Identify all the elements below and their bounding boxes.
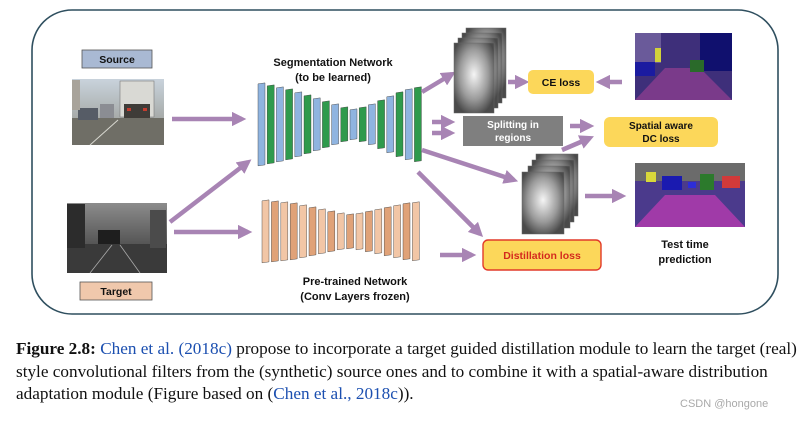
pretrained-layer <box>327 210 335 253</box>
target-label: Target <box>100 286 132 298</box>
seg-layer <box>303 94 312 155</box>
distillation-loss-label: Distillation loss <box>503 250 581 262</box>
pretrained-layer <box>280 201 288 262</box>
pretrained-layer <box>374 208 382 255</box>
splitting-label-line2: regions <box>495 133 532 144</box>
spatial-loss-line1: Spatial aware <box>629 121 693 132</box>
pretrained-layer <box>346 213 354 250</box>
source-node: Source <box>72 49 164 146</box>
pretrained-layer <box>318 208 326 255</box>
pretrained-layer <box>355 212 364 251</box>
arrows <box>168 71 627 263</box>
ce-loss-box <box>528 70 594 94</box>
caption-citation-1[interactable]: Chen et al. <box>100 339 175 358</box>
caption-text-2: )). <box>397 384 414 403</box>
arrow-seg-to-bottommaps <box>421 147 519 184</box>
splitting-box <box>463 116 563 146</box>
seg-layer <box>349 108 358 141</box>
seg-layer <box>313 97 321 152</box>
caption-citation-2[interactable]: Chen et al., 2018c <box>273 384 398 403</box>
spatial-loss-line2: DC loss <box>642 134 680 145</box>
arrow-seg-to-distill <box>416 170 484 238</box>
pretrained-network-layers <box>261 199 420 264</box>
diagram: Source Target Segmentation Networ <box>31 9 779 315</box>
caption-text-1: propose to incorporate a target guided d… <box>16 339 797 403</box>
pretrained-layer <box>299 204 307 259</box>
pretrained-layer <box>393 204 401 259</box>
caption-label: Figure 2.8: <box>16 339 96 358</box>
pretrained-network-title: Pre-trained Network <box>303 276 408 288</box>
ce-loss-label: CE loss <box>542 77 581 89</box>
seg-layer <box>276 86 284 163</box>
seg-network-subtitle: (to be learned) <box>295 72 371 84</box>
seg-layer <box>359 106 367 143</box>
seg-layer <box>386 95 394 154</box>
distillation-loss-box <box>482 239 602 271</box>
pretrained-layer <box>384 206 392 257</box>
pretrained-layer <box>365 210 373 253</box>
spatial-loss-box <box>604 117 718 147</box>
bottom-feature-maps <box>521 153 579 235</box>
splitting-label-line1: Splitting in <box>487 120 539 131</box>
pretrained-network-subtitle: (Conv Layers frozen) <box>300 291 410 303</box>
pretrained-layer <box>271 200 279 263</box>
test-prediction-image <box>635 163 745 227</box>
seg-layer <box>340 106 348 143</box>
pretrained-layer <box>261 199 270 264</box>
caption-citation-1-year[interactable]: (2018c) <box>178 339 232 358</box>
seg-layer <box>285 88 293 161</box>
seg-layer <box>294 91 302 158</box>
seg-layer <box>257 82 266 167</box>
seg-layer <box>405 88 413 161</box>
seg-layer <box>395 91 404 158</box>
top-feature-maps <box>453 27 507 114</box>
source-label: Source <box>99 54 135 66</box>
test-time-label-line1: Test time <box>661 239 708 251</box>
pretrained-layer <box>290 202 298 261</box>
seg-network-title: Segmentation Network <box>273 57 393 69</box>
source-image <box>72 79 164 146</box>
seg-layer <box>414 86 422 163</box>
arrow-bottommaps-to-spatial <box>561 135 594 153</box>
pretrained-layer <box>337 212 345 251</box>
seg-layer <box>377 99 385 150</box>
arrow-target-to-seg <box>168 159 252 224</box>
pretrained-layer <box>308 206 317 257</box>
seg-layer <box>331 103 339 146</box>
seg-layer <box>267 84 275 165</box>
watermark: CSDN @hongone <box>680 398 769 410</box>
arrow-seg-to-topmaps <box>420 71 456 94</box>
pretrained-layer <box>402 202 411 261</box>
pretrained-layer <box>412 201 420 262</box>
test-time-label-line2: prediction <box>658 254 711 266</box>
target-image <box>67 203 167 274</box>
seg-network-layers <box>257 82 422 167</box>
seg-layer <box>322 100 330 149</box>
figure-caption: Figure 2.8: Chen et al. (2018c) propose … <box>16 338 802 406</box>
target-node: Target <box>67 203 167 301</box>
ground-truth-image <box>635 33 732 100</box>
seg-layer <box>368 103 376 146</box>
